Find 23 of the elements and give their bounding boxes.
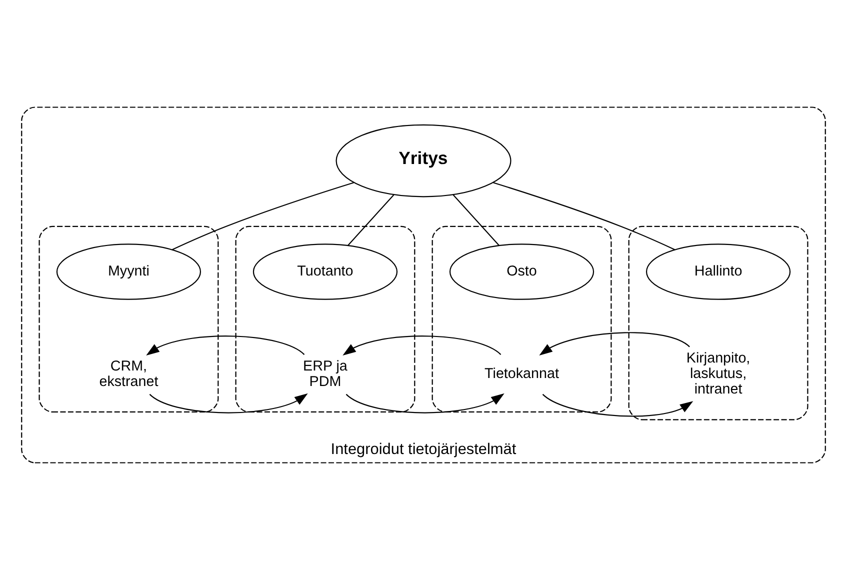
connector <box>452 194 500 246</box>
arrow <box>146 336 305 356</box>
connector <box>493 182 675 250</box>
arrow <box>539 332 690 356</box>
node-ellipse: Hallinto <box>646 244 791 300</box>
cluster <box>235 226 416 413</box>
node-text: Kirjanpito, laskutus, intranet <box>686 350 750 398</box>
connector <box>172 182 354 250</box>
node-ellipse: Myynti <box>56 244 202 300</box>
connector <box>348 194 394 246</box>
node-ellipse: Yritys <box>336 124 512 198</box>
cluster <box>628 226 808 420</box>
node-text: CRM, ekstranet <box>99 358 158 390</box>
cluster <box>38 226 219 413</box>
arrow <box>346 393 504 414</box>
node-text: ERP ja PDM <box>303 358 348 390</box>
cluster <box>432 226 612 413</box>
arrow <box>342 336 502 356</box>
node-text: Tietokannat <box>484 366 559 382</box>
arrow <box>149 393 308 414</box>
node-ellipse: Tuotanto <box>252 244 398 300</box>
node-ellipse: Osto <box>449 244 594 300</box>
arrow <box>542 394 694 417</box>
